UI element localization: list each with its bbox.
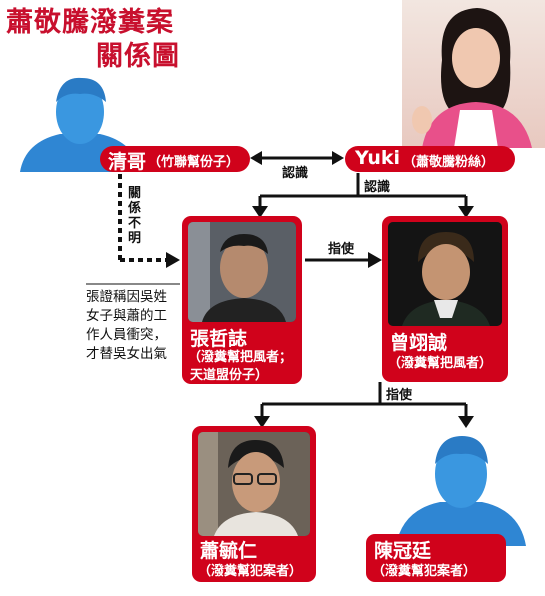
qingge-role: （竹聯幫份子） xyxy=(148,155,240,170)
yuki-photo xyxy=(402,0,545,148)
anonymous-person-icon xyxy=(20,77,140,172)
node-zhang: 張哲誌 （潑糞幫把風者； 天道盟份子） xyxy=(182,216,302,384)
zhang-role-line2: 天道盟份子） xyxy=(190,368,269,383)
node-yuki: Yuki （蕭敬騰粉絲） xyxy=(345,146,515,172)
note-line: 才替吳女出氣 xyxy=(86,346,167,362)
zhang-role-line1: （潑糞幫把風者； xyxy=(188,350,293,365)
note-line: 作人員衝突， xyxy=(86,327,167,343)
note-line: 張證稱因吳姓 xyxy=(86,289,167,305)
testimony-note: 張證稱因吳姓 女子與蕭的工 作人員衝突， 才替吳女出氣 xyxy=(86,288,186,364)
edge-label-unknown: 關係不明 xyxy=(128,186,142,246)
zeng-name: 曾翊誠 xyxy=(390,332,448,354)
chen-role: （潑糞幫犯案者） xyxy=(372,564,477,579)
diagram-title-line1: 蕭敬騰潑糞案 xyxy=(6,7,174,38)
man-portrait-icon xyxy=(198,432,310,536)
node-chen: 陳冠廷 （潑糞幫犯案者） xyxy=(366,534,506,582)
note-line: 女子與蕭的工 xyxy=(86,308,167,324)
edge-label-instruct2: 指使 xyxy=(386,388,413,403)
chen-name: 陳冠廷 xyxy=(374,540,432,562)
node-xiao: 蕭毓仁 （潑糞幫犯案者） xyxy=(192,426,316,582)
man-portrait-icon xyxy=(388,222,502,326)
xiao-name: 蕭毓仁 xyxy=(200,540,258,562)
zeng-photo xyxy=(388,222,502,326)
yuki-name: Yuki xyxy=(355,147,401,169)
anonymous-person-icon xyxy=(396,436,526,546)
diagram-title-line2: 關係圖 xyxy=(96,41,180,72)
node-zeng: 曾翊誠 （潑糞幫把風者） xyxy=(382,216,508,382)
qingge-name: 清哥 xyxy=(108,151,147,173)
yuki-role: （蕭敬騰粉絲） xyxy=(403,155,495,170)
edge-label-know1: 認識 xyxy=(282,166,309,181)
man-portrait-icon xyxy=(188,222,296,322)
woman-portrait-icon xyxy=(412,8,532,148)
zhang-photo xyxy=(188,222,296,322)
xiao-role: （潑糞幫犯案者） xyxy=(198,564,303,579)
xiao-photo xyxy=(198,432,310,536)
edge-label-instruct1: 指使 xyxy=(328,242,355,257)
zhang-name: 張哲誌 xyxy=(190,328,248,350)
edge-label-know2: 認識 xyxy=(364,180,391,195)
zeng-role: （潑糞幫把風者） xyxy=(388,356,493,371)
node-qingge: 清哥 （竹聯幫份子） xyxy=(100,146,250,173)
